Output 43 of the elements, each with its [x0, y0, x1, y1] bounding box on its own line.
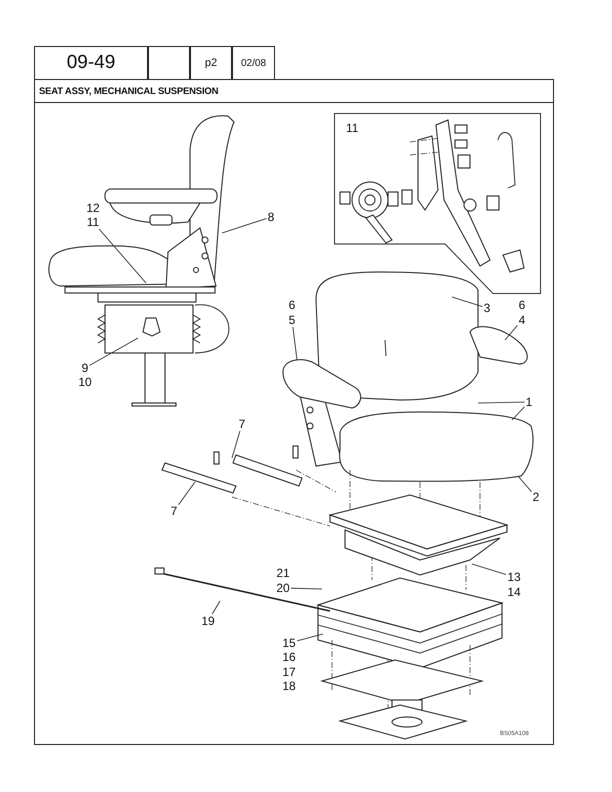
leader-line: [504, 324, 518, 340]
callout-number: 9: [80, 361, 90, 375]
leader-line: [478, 402, 525, 404]
callout-number: 4: [518, 313, 526, 327]
leader-line: [512, 406, 525, 420]
callout-number: 16: [281, 650, 297, 664]
callout-number: 6: [518, 298, 526, 312]
leader-line: [452, 296, 483, 307]
callout-number: 7: [238, 417, 246, 431]
leader-line: [472, 564, 506, 575]
header-cell: p2: [190, 46, 232, 80]
callout-number: 20: [275, 581, 291, 595]
callout-number: 15: [281, 636, 297, 650]
callout-number: 12: [85, 201, 101, 215]
leader-line: [212, 600, 220, 614]
callout-number: 13: [506, 570, 522, 584]
leader-line: [222, 218, 267, 234]
callout-number: 3: [482, 301, 492, 315]
leader-line: [89, 338, 138, 366]
callout-number: 8: [266, 210, 276, 224]
leader-line: [290, 588, 322, 590]
leader-line: [232, 430, 240, 458]
callout-number: 11: [346, 121, 358, 135]
leader-line: [292, 326, 298, 360]
leader-line: [518, 476, 532, 492]
callout-number: 7: [170, 504, 178, 518]
diagram-title: SEAT ASSY, MECHANICAL SUSPENSION: [39, 86, 218, 96]
callout-number: 11: [85, 215, 101, 229]
callout-number: 1: [524, 395, 534, 409]
callout-number: 14: [506, 585, 522, 599]
header-cell: 02/08: [232, 46, 275, 80]
callout-number: 19: [200, 614, 216, 628]
leader-line: [178, 482, 196, 506]
callout-number: 18: [281, 679, 297, 693]
leader-line: [98, 228, 146, 284]
callout-number: 6: [288, 298, 296, 312]
callout-number: 21: [275, 566, 291, 580]
callout-number: 10: [77, 375, 93, 389]
callout-number: 5: [288, 313, 296, 327]
callout-number: 2: [532, 490, 540, 504]
header-cell: 09-49: [34, 46, 148, 80]
leader-line: [296, 634, 324, 642]
callout-number: 17: [281, 665, 297, 679]
